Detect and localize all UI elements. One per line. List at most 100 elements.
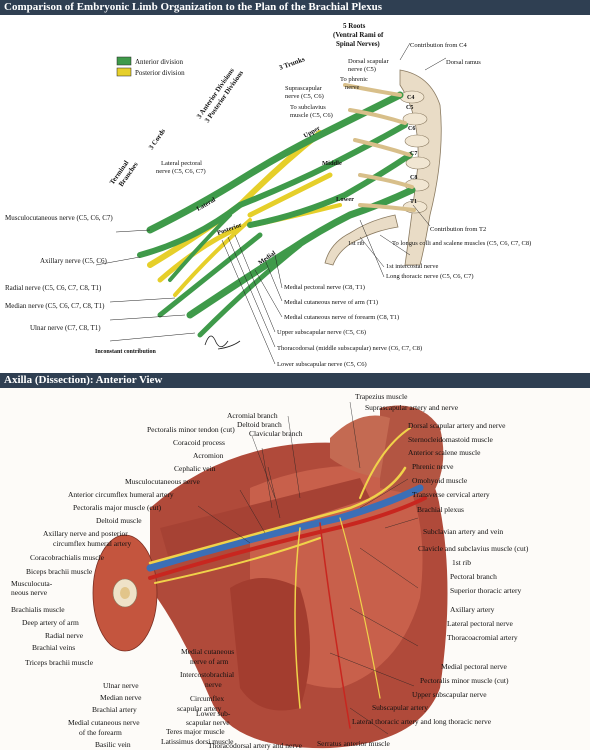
label-clavicular-branch: Clavicular branch (249, 429, 303, 438)
radial-label: Radial nerve (C5, C6, C7, C8, T1) (5, 284, 102, 292)
label-bottom-15: Latissimus dorsi muscle (161, 737, 234, 746)
axillary-label: Axillary nerve (C5, C6) (40, 257, 108, 265)
label-cephalic-vein: Cephalic vein (174, 464, 216, 473)
inconstant-label: Inconstant contribution (95, 349, 157, 355)
ulnar-label: Ulnar nerve (C7, C8, T1) (30, 324, 101, 332)
suprascapular-label-2: nerve (C5, C6) (285, 93, 324, 100)
label-right-15: Medial pectoral nerve (441, 662, 507, 671)
leader-lines (95, 42, 447, 365)
top-labels: Pectoralis minor tendon (cut) Coracoid p… (26, 392, 459, 576)
label-musculocutaneous-nerve: Musculocutaneous nerve (125, 477, 200, 486)
label-coracoid-process: Coracoid process (173, 438, 225, 447)
long-thoracic-label: Long thoracic nerve (C5, C6, C7) (386, 273, 474, 280)
label-right-2: Anterior scalene muscle (408, 448, 481, 457)
c7-label: C7 (410, 151, 417, 157)
label-bottom-10: Circumflex (190, 694, 224, 703)
label-arm-6: Triceps brachii muscle (25, 658, 94, 667)
contribution-t2-label: Contribution from T2 (430, 226, 486, 233)
longus-label: To longus colli and scalene muscles (C5,… (392, 240, 531, 247)
label-bottom-3: Medial cutaneous nerve (68, 718, 140, 727)
panel2-title: Axilla (Dissection): Anterior View (0, 373, 590, 388)
label-right-4: Omohyoid muscle (412, 476, 468, 485)
panel1-title: Comparison of Embryonic Limb Organizatio… (0, 0, 590, 15)
lateral-pectoral-label-1: Lateral pectoral (161, 160, 202, 167)
label-right-12: Axillary artery (450, 605, 495, 614)
artist-signature (204, 335, 241, 350)
label-suprascapular: Suprascapular artery and nerve (365, 403, 459, 412)
label-axillary-nerve-2: circumflex humeral artery (53, 539, 132, 548)
c4-label: C4 (407, 95, 414, 101)
legend-swatch-anterior (116, 56, 132, 66)
t1-label: T1 (410, 199, 417, 205)
label-bottom-5: Basilic vein (95, 740, 131, 749)
label-acromion: Acromion (193, 451, 224, 460)
label-bottom-16: Thoracodorsal artery and nerve (208, 741, 303, 750)
leader-lines (197, 401, 419, 735)
cords-heading: 3 Cords (147, 127, 167, 151)
label-bottom-4: of the forearm (79, 728, 122, 737)
label-bottom-13: scapular nerve (186, 718, 230, 727)
label-right-6: Brachial plexus (417, 505, 464, 514)
label-arm-0: Musculocuta- (11, 579, 53, 588)
label-right-17: Upper subscapular nerve (412, 690, 487, 699)
median-label: Median nerve (C5, C6, C7, C8, T1) (5, 302, 105, 310)
dorsal-scapular-label-1: Dorsal scapular (348, 58, 389, 65)
label-pectoralis-minor-tendon: Pectoralis minor tendon (cut) (147, 425, 235, 434)
label-arm-1: neous nerve (11, 588, 48, 597)
phrenic-label-1: To phrenic (340, 76, 368, 83)
label-right-9: 1st rib (452, 558, 471, 567)
callout-labels: Contribution from C4 Dorsal ramus Dorsal… (5, 42, 531, 368)
label-arm-2: Brachialis muscle (11, 605, 65, 614)
subclavius-label-2: muscle (C5, C6) (290, 112, 333, 119)
label-acromial-branch: Acromial branch (227, 411, 278, 420)
label-right-8: Clavicle and subclavius muscle (cut) (418, 544, 529, 553)
label-arm-3: Deep artery of arm (22, 618, 79, 627)
label-bottom-14: Teres major muscle (166, 727, 225, 736)
brachial-plexus-diagram: Anterior division Posterior division (5, 22, 531, 368)
trunks-heading: 3 Trunks (278, 55, 306, 72)
label-trapezius: Trapezius muscle (355, 392, 408, 401)
section-headings: 5 Roots (Ventral Rami of Spinal Nerves) … (108, 22, 384, 188)
vessels-and-nerves (146, 427, 427, 729)
c6-label: C6 (408, 126, 415, 132)
thoracodorsal-label: Thoracodorsal (middle subscapular) nerve… (277, 345, 422, 352)
label-right-16: Pectoralis minor muscle (cut) (420, 676, 509, 685)
label-pectoralis-major: Pectoralis major muscle (cut) (73, 503, 162, 512)
label-bottom-12: Lower sub- (196, 709, 231, 718)
nerve-roots (343, 83, 416, 212)
c8-label: C8 (410, 175, 417, 181)
label-right-20: Serratus anterior muscle (317, 739, 391, 748)
musculocutaneous-label: Musculocutaneous nerve (C5, C6, C7) (5, 214, 113, 222)
label-right-14: Thoracoacromial artery (447, 633, 518, 642)
lower-subscapular-label: Lower subscapular nerve (C5, C6) (277, 361, 367, 368)
label-anterior-circumflex-humeral-artery: Anterior circumflex humeral artery (68, 490, 174, 499)
label-bottom-8: Intercostobrachial (180, 670, 234, 679)
medial-pectoral-label: Medial pectoral nerve (C8, T1) (284, 284, 365, 291)
roots-heading-2: (Ventral Rami of (333, 31, 384, 39)
label-right-10: Pectoral branch (450, 572, 497, 581)
label-right-11: Superior thoracic artery (450, 586, 521, 595)
first-rib-label: 1st rib (348, 240, 364, 247)
label-arm-4: Radial nerve (45, 631, 84, 640)
label-deltoid-muscle: Deltoid muscle (96, 516, 142, 525)
legend-anterior-label: Anterior division (135, 58, 184, 66)
label-right-1: Sternocleidomastoid muscle (408, 435, 493, 444)
label-right-3: Phrenic nerve (412, 462, 454, 471)
label-coracobrachialis: Coracobrachialis muscle (30, 553, 105, 562)
label-bottom-6: Medial cutaneous (181, 647, 234, 656)
label-right-18: Subscapular artery (372, 703, 428, 712)
label-right-13: Lateral pectoral nerve (447, 619, 513, 628)
middle-trunk-label: Middle (322, 160, 342, 167)
axilla-dissection-illustration: Pectoralis minor tendon (cut) Coracoid p… (0, 388, 590, 750)
label-right-0: Dorsal scapular artery and nerve (408, 421, 506, 430)
legend-swatch-posterior (116, 67, 132, 77)
legend: Anterior division Posterior division (116, 56, 185, 77)
label-deltoid-branch: Deltoid branch (237, 420, 282, 429)
arm-cross-section (92, 534, 158, 652)
label-bottom-2: Brachial artery (92, 705, 137, 714)
label-bottom-11: scapular artery (177, 704, 222, 713)
label-arm-5: Brachial veins (32, 643, 75, 652)
right-labels: Dorsal scapular artery and nerve Sternoc… (317, 421, 529, 748)
vertebral-column (399, 69, 442, 266)
bottom-labels: Ulnar nerve Median nerve Brachial artery… (68, 647, 303, 750)
